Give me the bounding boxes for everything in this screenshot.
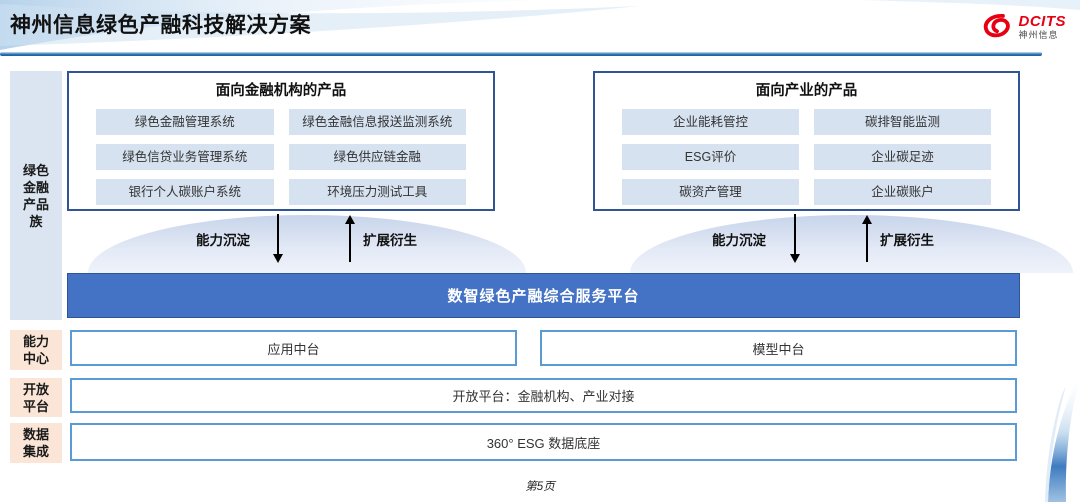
esg-data-base-box: 360° ESG 数据底座 [70,423,1017,461]
page-title: 神州信息绿色产融科技解决方案 [10,14,311,37]
finance-products-title: 面向金融机构的产品 [215,83,347,99]
up-arrow-icon [862,215,872,262]
rail-label-open-platform: 开放 平台 [10,378,62,417]
app-middle-platform-box: 应用中台 [70,330,517,366]
product-item: 企业能耗管控 [622,109,799,135]
product-item: 碳资产管理 [622,179,799,205]
capability-settle-label: 能力沉淀 [712,233,766,248]
expand-derive-label: 扩展衍生 [880,233,934,248]
product-item: 企业碳足迹 [814,144,991,170]
dcits-swirl-icon [983,14,1010,38]
product-item: 绿色金融管理系统 [96,109,274,135]
capability-settle-label: 能力沉淀 [196,233,250,248]
down-arrow-icon [273,214,283,263]
product-item: 绿色信贷业务管理系统 [96,144,274,170]
product-item: 环境压力测试工具 [288,179,466,205]
rail-label-capability-center: 能力 中心 [10,330,62,370]
logo-subtitle-text: 神州信息 [1018,30,1059,40]
down-arrow-icon [790,214,800,263]
dome-decoration [88,215,526,273]
dome-decoration [630,215,1073,273]
open-platform-box: 开放平台：金融机构、产业对接 [70,378,1017,413]
up-arrow-icon [345,215,355,262]
industry-products-box: 面向产业的产品 企业能耗管控 碳排智能监测 ESG评价 企业碳足迹 碳资产管理 … [593,71,1020,211]
industry-products-title: 面向产业的产品 [755,83,858,99]
header-divider [0,52,1042,56]
expand-derive-label: 扩展衍生 [363,233,417,248]
platform-banner: 数智绿色产融综合服务平台 [67,273,1020,318]
product-item: 企业碳账户 [814,179,991,205]
product-item: 绿色供应链金融 [288,144,466,170]
rail-label-product-family: 绿色 金融 产品 族 [10,71,62,320]
model-middle-platform-box: 模型中台 [540,330,1017,366]
company-logo: DCITS 神州信息 [980,10,1067,44]
product-item: ESG评价 [622,144,799,170]
logo-brand-text: DCITS [1018,13,1066,30]
finance-products-box: 面向金融机构的产品 绿色金融管理系统 绿色金融信息报送监测系统 绿色信贷业务管理… [67,71,495,211]
rail-label-data-integration: 数据 集成 [10,423,62,463]
product-item: 碳排智能监测 [814,109,991,135]
page-number: 第5页 [525,481,555,493]
product-item: 绿色金融信息报送监测系统 [288,109,466,135]
product-item: 银行个人碳账户系统 [96,179,274,205]
